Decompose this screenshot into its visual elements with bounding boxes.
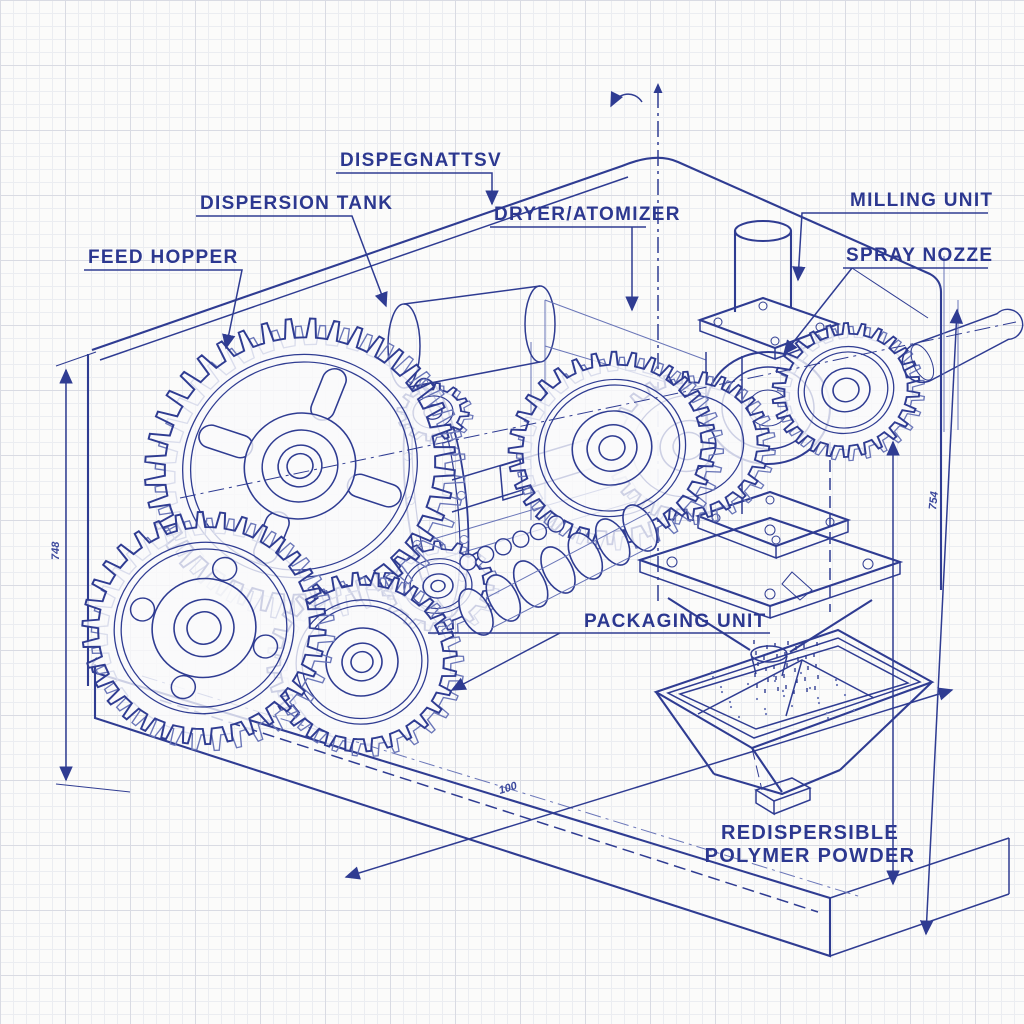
output-line2-text: POLYMER POWDER xyxy=(705,845,916,867)
label-dispersion-tank: DISPERSION TANK xyxy=(196,193,393,308)
label-milling-unit: MILLING UNIT xyxy=(792,190,993,282)
screw-auger xyxy=(458,504,658,636)
main-axis-centerline xyxy=(179,321,1017,499)
machine-enclosure xyxy=(86,83,943,686)
collection-bin xyxy=(653,628,935,816)
spray-nozzle-capsule xyxy=(901,308,1024,384)
powder-stream xyxy=(710,640,856,720)
top-garbled-text: DISPEGNATTSV xyxy=(340,150,502,171)
callout-labels: DISPEGNATTSV DISPERSION TANK DRYER/ATOMI… xyxy=(84,150,993,867)
feed-hopper-text: FEED HOPPER xyxy=(88,247,239,268)
dimension-left-value: 748 xyxy=(50,541,62,560)
label-dryer-atomizer: DRYER/ATOMIZER xyxy=(490,204,681,310)
label-packaging-unit: PACKAGING UNIT xyxy=(428,611,770,691)
label-spray-nozzle: SPRAY NOZZE xyxy=(783,245,993,356)
gear-center-main xyxy=(507,350,725,551)
label-output-product: REDISPERSIBLE POLYMER POWDER xyxy=(705,822,916,867)
label-feed-hopper: FEED HOPPER xyxy=(84,247,243,350)
hook-arrow xyxy=(610,90,643,108)
dimension-right-value: 754 xyxy=(927,491,941,511)
milling-unit-text: MILLING UNIT xyxy=(850,190,993,211)
gear-feed-lower xyxy=(81,510,336,752)
label-top-garbled: DISPEGNATTSV xyxy=(336,150,502,206)
bearing-balls xyxy=(459,515,565,571)
spray-nozzle-text: SPRAY NOZZE xyxy=(846,245,993,266)
gear-train xyxy=(81,317,926,757)
output-line1-text: REDISPERSIBLE xyxy=(721,822,899,844)
gear-milling xyxy=(771,321,926,462)
packaging-unit-text: PACKAGING UNIT xyxy=(584,611,767,632)
packaging-funnel xyxy=(636,516,904,677)
dimension-bottom-value: 100 xyxy=(497,780,519,797)
dimension-bottom: 100 xyxy=(344,687,954,880)
dryer-atomizer-text: DRYER/ATOMIZER xyxy=(494,204,681,225)
dimension-left: 748 xyxy=(50,351,131,793)
dispersion-tank-text: DISPERSION TANK xyxy=(200,193,393,214)
